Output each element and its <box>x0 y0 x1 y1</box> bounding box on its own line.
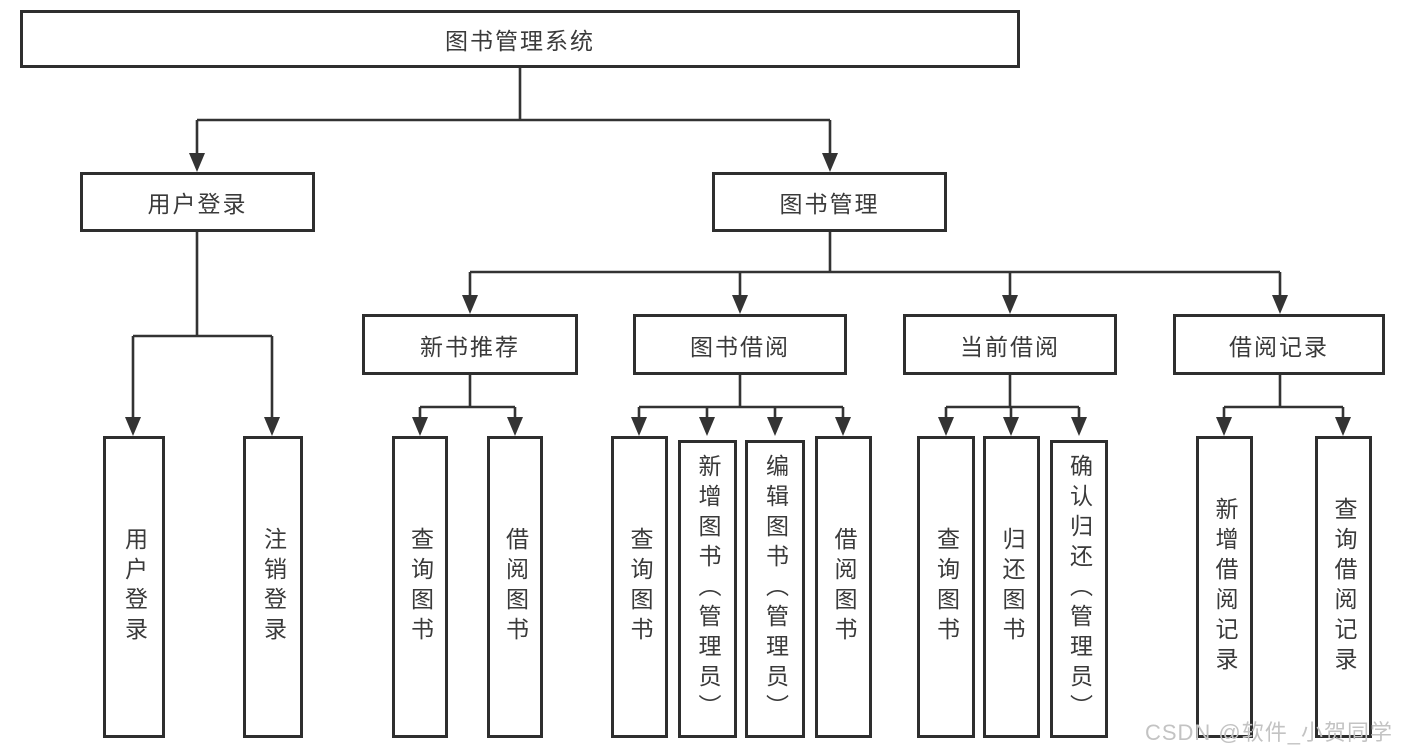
node-label: 借阅图书 <box>502 527 529 647</box>
node-label: 图书管理系统 <box>445 28 595 54</box>
node-label: 归还图书 <box>999 527 1025 647</box>
csdn-watermark: CSDN @软件_小贺同学 <box>1144 720 1393 745</box>
node-label: 查询图书 <box>627 527 653 647</box>
node-current-borrowing: 当前借阅 <box>903 314 1117 375</box>
leaf-query-books-3: 查询图书 <box>917 436 975 738</box>
connector-bookmgmt-to-level3 <box>468 232 1282 298</box>
leaf-confirm-return-admin: 确认归还（管理员） <box>1050 440 1108 738</box>
node-label: 当前借阅 <box>960 333 1060 360</box>
node-user-login-group: 用户登录 <box>80 172 315 232</box>
node-label: 新书推荐 <box>420 333 520 360</box>
leaf-return-books: 归还图书 <box>983 436 1040 738</box>
node-book-borrowing: 图书借阅 <box>633 314 847 375</box>
leaf-query-borrow-record: 查询借阅记录 <box>1315 436 1372 738</box>
node-label: 编辑图书（管理员） <box>762 454 789 724</box>
node-label: 确认归还（管理员） <box>1066 454 1093 724</box>
node-label: 查询图书 <box>933 527 960 647</box>
connector-borrow-to-leaves <box>637 375 845 420</box>
leaf-borrow-books-1: 借阅图书 <box>487 436 543 738</box>
node-borrowing-records: 借阅记录 <box>1173 314 1385 375</box>
connector-newbooks-to-leaves <box>418 375 517 420</box>
leaf-edit-books-admin: 编辑图书（管理员） <box>745 440 805 738</box>
leaf-query-books-2: 查询图书 <box>611 436 668 738</box>
connector-records-to-leaves <box>1222 375 1345 420</box>
leaf-logout: 注销登录 <box>243 436 303 738</box>
node-label: 用户登录 <box>121 527 148 647</box>
node-label: 借阅记录 <box>1229 333 1329 360</box>
connector-root-to-level2 <box>195 68 832 156</box>
node-book-management: 图书管理 <box>712 172 947 232</box>
node-system-root: 图书管理系统 <box>20 10 1020 68</box>
connector-current-to-leaves <box>944 375 1081 420</box>
node-label: 图书借阅 <box>690 333 790 360</box>
node-new-book-recommendation: 新书推荐 <box>362 314 578 375</box>
leaf-user-login: 用户登录 <box>103 436 165 738</box>
arrowheads <box>125 153 1351 436</box>
leaf-add-books-admin: 新增图书（管理员） <box>678 440 737 738</box>
connector-userlogin-to-leaves <box>131 232 274 420</box>
node-label: 注销登录 <box>260 527 287 647</box>
node-label: 查询借阅记录 <box>1331 497 1357 677</box>
node-label: 新增借阅记录 <box>1212 497 1238 677</box>
leaf-add-borrow-record: 新增借阅记录 <box>1196 436 1253 738</box>
leaf-query-books-1: 查询图书 <box>392 436 448 738</box>
node-label: 新增图书（管理员） <box>695 454 721 724</box>
node-label: 借阅图书 <box>831 527 857 647</box>
node-label: 查询图书 <box>407 527 434 647</box>
node-label: 图书管理 <box>779 191 880 217</box>
leaf-borrow-books-2: 借阅图书 <box>815 436 872 738</box>
node-label: 用户登录 <box>147 191 248 217</box>
